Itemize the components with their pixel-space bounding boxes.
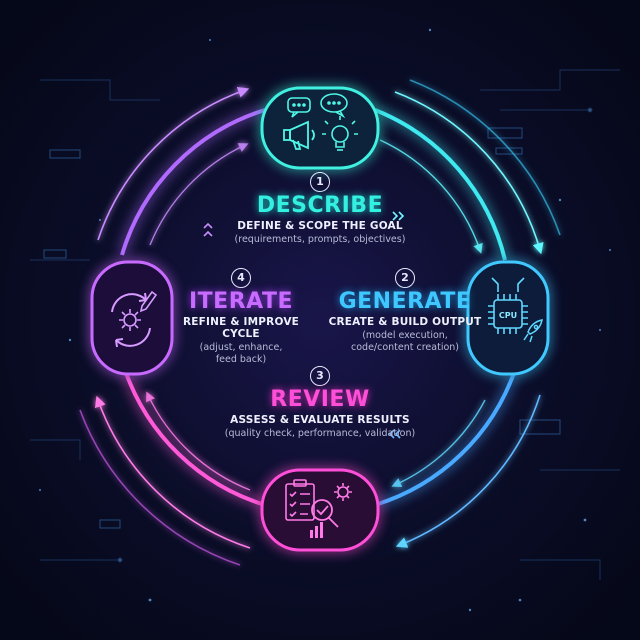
step-details-describe: (requirements, prompts, objectives) [234,234,406,246]
clipboard-checklist-icon [285,479,315,521]
step-number-4: 4 [231,268,251,288]
chevron-marks [203,211,405,439]
cpu-label: CPU [499,311,517,320]
step-generate: 2 GENERATE CREATE & BUILD OUTPUT (model … [320,266,490,354]
lightbulb-icon [322,116,358,151]
step-iterate: 4 ITERATE REFINE & IMPROVE CYCLE (adjust… [166,266,316,366]
step-title-iterate: ITERATE [188,289,293,314]
step-title-generate: GENERATE [338,289,472,314]
rocket-icon [523,319,543,343]
node-review [260,468,380,552]
node-generate: CPU [466,260,550,376]
step-details-iterate-1: (adjust, enhance, [199,342,283,354]
node-describe [260,86,380,170]
ring-review-to-iterate [123,369,266,507]
step-subtitle-describe: DEFINE & SCOPE THE GOAL [237,220,403,233]
step-review: 3 REVIEW ASSESS & EVALUATE RESULTS (qual… [170,364,470,440]
ring-iterate-to-describe [120,108,266,256]
gear-icon [119,309,141,331]
pencil-icon [139,290,158,313]
step-subtitle-generate: CREATE & BUILD OUTPUT [328,316,482,329]
gear-icon [334,483,352,501]
cpu-chip-icon [488,277,528,334]
outer-streaks [79,79,561,566]
step-title-describe: DESCRIBE [256,193,384,218]
step-number-3: 3 [310,366,330,386]
step-details-iterate-2: feed back) [215,353,267,365]
chat-bubbles-icon [287,93,348,119]
step-number-2: 2 [395,268,415,288]
particles [39,28,611,612]
magnifier-check-icon [311,499,339,528]
ring-describe-to-generate [374,108,507,261]
step-subtitle-iterate: REFINE & IMPROVE CYCLE [182,316,300,341]
step-details-generate-1: (model execution, [362,330,448,342]
circuit-decoration [30,69,620,580]
step-details-generate-2: code/content creation) [351,341,459,353]
step-title-review: REVIEW [270,387,370,412]
node-iterate [90,260,174,376]
inner-streaks [146,139,486,491]
step-number-1: 1 [310,172,330,192]
megaphone-icon [283,120,315,150]
step-subtitle-review: ASSESS & EVALUATE RESULTS [230,414,410,427]
bar-chart-icon [310,522,323,538]
cycle-arrows-icon [111,292,151,348]
ring-generate-to-review [374,369,517,507]
step-describe: 1 DESCRIBE DEFINE & SCOPE THE GOAL (requ… [170,170,470,246]
cycle-ring [120,108,517,507]
step-details-review: (quality check, performance, validation) [224,428,416,440]
